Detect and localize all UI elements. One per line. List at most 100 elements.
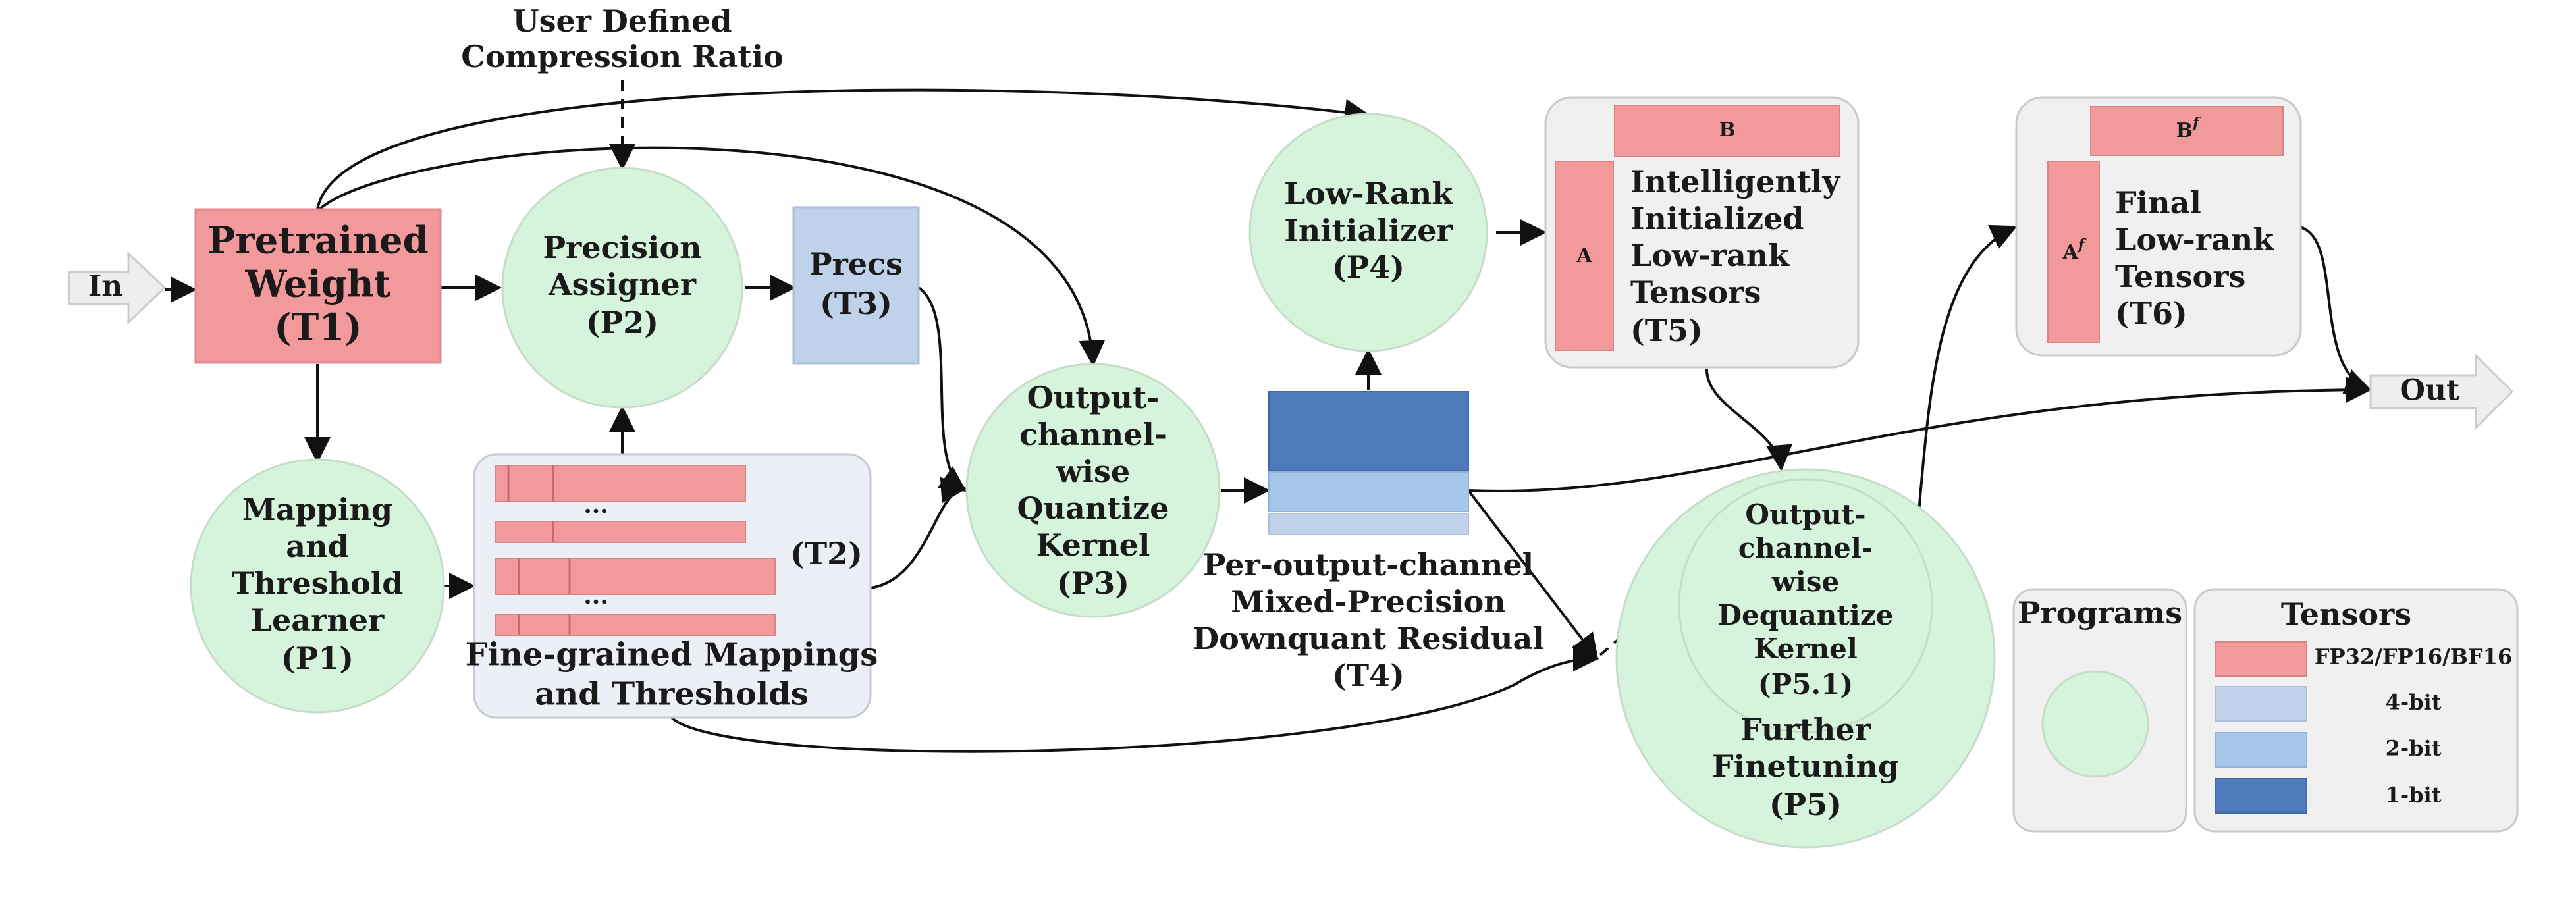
t4-line-3: Downquant Residual: [1193, 621, 1544, 656]
t6-line-2: Low-rank: [2115, 222, 2274, 257]
t5-line-5: (T5): [1630, 313, 1703, 348]
t5-a-label: A: [1576, 244, 1592, 267]
output-arrow: Out: [2369, 353, 2514, 431]
legend-tensors-title: Tensors: [2281, 596, 2411, 632]
initialized-lowrank-t5: B A Intelligently Initialized Low-rank T…: [1544, 96, 1860, 369]
p51-line-5: Kernel: [1754, 633, 1858, 665]
further-finetuning-p5: Output- channel- wise Dequantize Kernel …: [1615, 468, 1996, 849]
p3-line-2: channel-: [1019, 417, 1167, 452]
p1-line-2: and: [286, 529, 348, 564]
legend-programs-title: Programs: [2018, 595, 2182, 631]
p3-line-5: Kernel: [1036, 527, 1150, 563]
p1-line-1: Mapping: [242, 492, 392, 527]
p51-line-4: Dequantize: [1718, 599, 1894, 631]
p2-line-1: Precision: [543, 230, 701, 265]
t6-b-sup: f: [2191, 115, 2201, 132]
t4-line-2: Mixed-Precision: [1231, 584, 1505, 619]
t2-id: (T2): [790, 536, 863, 571]
downquant-residual-t4: Per-output-channel Mixed-Precision Downq…: [1193, 391, 1544, 693]
t6-a-sup: f: [2077, 236, 2087, 253]
legend-swatch-2bit: [2215, 732, 2307, 768]
legend-swatch-4bit: [2215, 686, 2307, 722]
p3-line-4: Quantize: [1017, 490, 1169, 526]
edge-p5-t6: [1916, 224, 2018, 527]
final-lowrank-t6: Bf Af Final Low-rank Tensors (T6): [2015, 96, 2302, 357]
p4-line-1: Low-Rank: [1284, 176, 1453, 211]
dequantize-kernel-p51: [1678, 478, 1933, 733]
p3-line-6: (P3): [1057, 565, 1129, 601]
legend-programs: Programs: [2012, 588, 2187, 833]
legend-tensors: Tensors FP32/FP16/BF16 4-bit 2-bit 1-bit: [2193, 588, 2519, 833]
edge-t3-p3: [917, 286, 967, 492]
t4-line-4: (T4): [1332, 658, 1405, 693]
p5-line-2: Finetuning: [1712, 748, 1899, 784]
edge-t4-p5: [1467, 489, 1599, 661]
output-label: Out: [2400, 374, 2460, 407]
p51-line-3: wise: [1771, 565, 1839, 598]
p1-line-4: Learner: [251, 602, 385, 638]
legend-swatch-1bit: [2215, 778, 2307, 814]
legend-item-1bit: 1-bit: [2386, 783, 2442, 808]
edge-t4-out: [1468, 377, 2372, 492]
p2-line-2: Assigner: [548, 267, 697, 302]
legend-item-fp: FP32/FP16/BF16: [2315, 644, 2512, 670]
t3-line-2: (T3): [820, 286, 892, 321]
p51-line-6: (P5.1): [1758, 668, 1853, 700]
t2-ellipsis-1: ...: [583, 491, 608, 519]
p51-line-2: channel-: [1738, 532, 1873, 564]
p5-line-1: Further: [1740, 712, 1871, 747]
t6-a-label: Af: [2062, 236, 2087, 264]
t6-line-1: Final: [2115, 185, 2201, 221]
t5-line-1: Intelligently: [1630, 164, 1840, 199]
user-compression-ratio: User Defined Compression Ratio: [461, 3, 784, 74]
t6-a-letter: A: [2062, 241, 2079, 264]
legend-swatch-fp: [2215, 641, 2307, 677]
edge-t6-out: [2299, 226, 2372, 394]
precs-t3: Precs (T3): [792, 206, 920, 365]
input-label: In: [88, 270, 123, 303]
t2-caption-1: Fine-grained Mappings: [466, 637, 878, 673]
t5-line-4: Tensors: [1630, 275, 1761, 310]
p3-line-1: Output-: [1027, 380, 1160, 415]
edge-t1-p3-arc: [318, 146, 1106, 367]
edge-t2-p3: [870, 477, 967, 589]
pretrained-weight-t1: Pretrained Weight (T1): [194, 208, 442, 364]
p4-line-3: (P4): [1332, 249, 1405, 285]
edge-t1-p4-arc: [316, 88, 1371, 210]
low-rank-initializer-p4: Low-Rank Initializer (P4): [1248, 113, 1488, 352]
t1-line-3: (T1): [274, 306, 362, 350]
quantize-kernel-p3: Output- channel- wise Quantize Kernel (P…: [965, 363, 1221, 618]
legend-item-2bit: 2-bit: [2386, 736, 2442, 761]
t1-line-1: Pretrained: [207, 219, 429, 263]
t3-line-1: Precs: [809, 246, 903, 282]
user-ratio-line-2: Compression Ratio: [461, 39, 784, 74]
p51-line-1: Output-: [1745, 498, 1865, 531]
mapping-threshold-learner-p1: Mapping and Threshold Learner (P1): [190, 458, 445, 714]
t6-line-4: (T6): [2115, 296, 2187, 331]
t5-line-3: Low-rank: [1630, 238, 1790, 273]
p2-line-3: (P2): [586, 305, 658, 340]
edge-t2-p5: [670, 645, 1599, 753]
t2-ellipsis-2: ...: [583, 582, 608, 610]
t6-b-label: Bf: [2176, 115, 2201, 142]
legend-program-swatch: [2041, 670, 2149, 778]
p5-line-3: (P5): [1769, 787, 1842, 822]
p3-line-3: wise: [1056, 454, 1130, 489]
p1-line-5: (P1): [281, 641, 354, 676]
t6-b-letter: B: [2176, 119, 2193, 142]
t1-line-2: Weight: [245, 263, 391, 306]
legend-item-4bit: 4-bit: [2386, 690, 2442, 715]
t6-line-3: Tensors: [2115, 259, 2245, 294]
input-arrow: In: [68, 251, 167, 325]
t2-caption-2: and Thresholds: [535, 676, 808, 713]
p1-line-3: Threshold: [232, 565, 404, 601]
t5-b-label: B: [1719, 118, 1735, 142]
t4-line-1: Per-output-channel: [1203, 547, 1534, 583]
precision-assigner-p2: Precision Assigner (P2): [501, 167, 743, 409]
mappings-thresholds-t2: ... ... (T2) Fine-grained Mappings and T…: [466, 453, 878, 719]
user-ratio-line-1: User Defined: [512, 3, 732, 39]
t5-line-2: Initialized: [1630, 201, 1804, 236]
edge-t5-p5: [1705, 368, 1792, 471]
p4-line-2: Initializer: [1284, 213, 1453, 248]
